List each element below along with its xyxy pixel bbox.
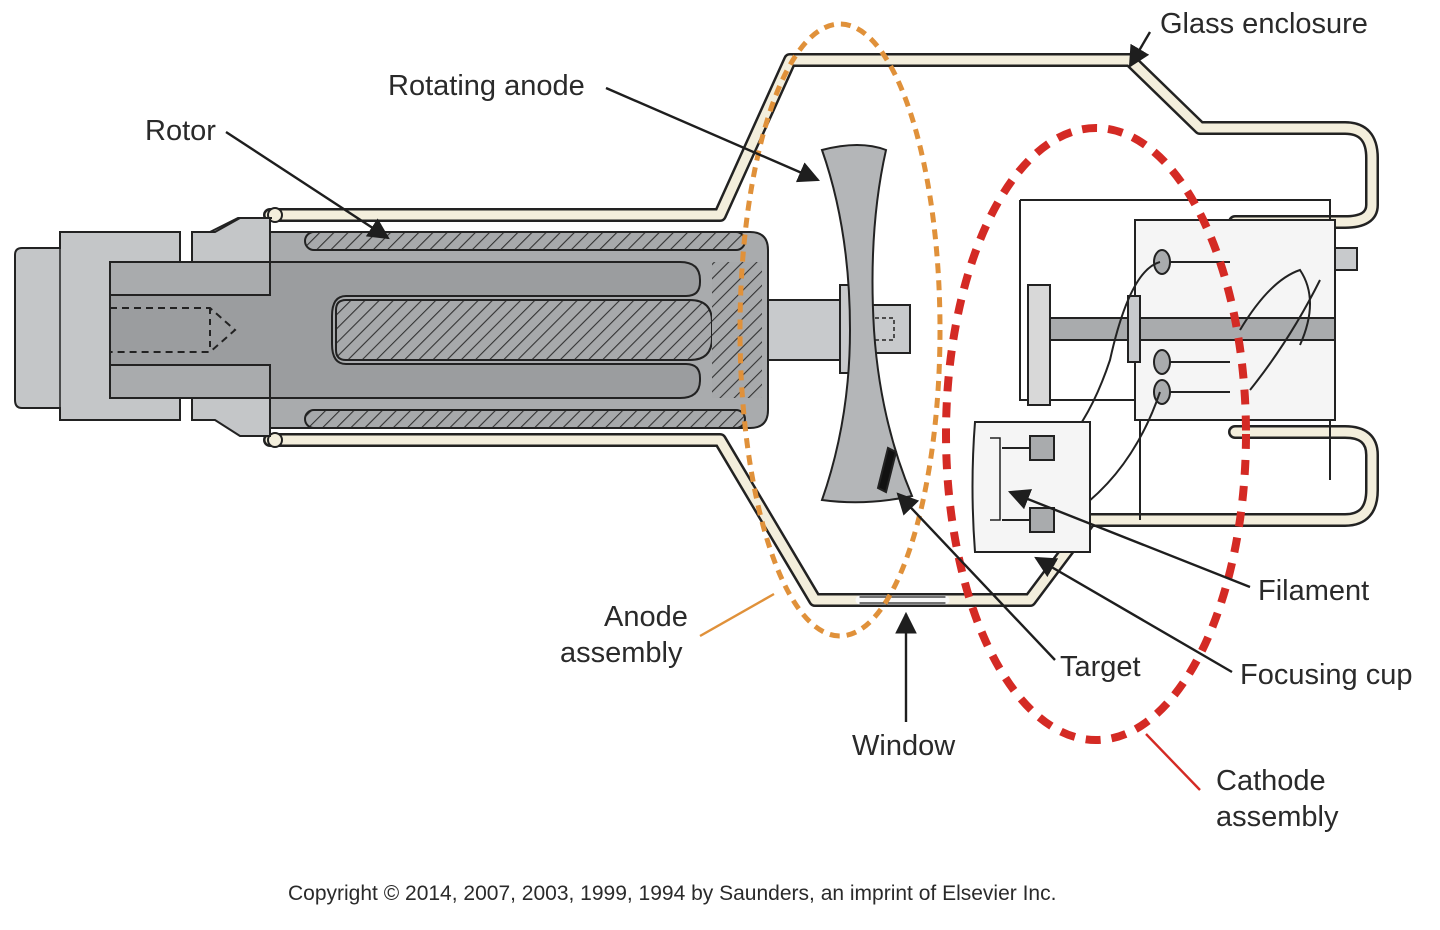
rotor-arrow [225, 130, 390, 240]
label-filament: Filament [1258, 575, 1369, 607]
filament-arrow [1007, 489, 1251, 589]
label-glass-enclosure: Glass enclosure [1160, 8, 1368, 40]
copyright-notice: Copyright © 2014, 2007, 2003, 1999, 1994… [288, 882, 1056, 905]
label-rotor: Rotor [145, 115, 216, 147]
target-arrow [896, 492, 1056, 661]
label-rotating-anode: Rotating anode [388, 70, 585, 102]
cathode-assembly-outline [942, 124, 1250, 744]
glass-enclosure-arrow [1128, 31, 1152, 68]
label-cathode-assembly-line1: Cathode [1216, 765, 1326, 797]
rotating-anode [820, 144, 914, 504]
focusing-cup-arrow [1034, 556, 1233, 674]
label-anode-assembly-line2: assembly [560, 637, 683, 669]
glass-enclosure [263, 53, 1379, 607]
rotor-assembly [109, 231, 911, 429]
label-target: Target [1060, 651, 1141, 683]
label-window: Window [852, 730, 956, 762]
cathode-assembly-leader [1145, 733, 1201, 791]
cathode-structure [971, 199, 1358, 553]
anode-assembly-outline [737, 21, 943, 639]
leader-lines [225, 31, 1251, 791]
label-anode-assembly-line1: Anode [604, 601, 688, 633]
anode-assembly-leader [699, 592, 775, 638]
rotating-anode-arrow [605, 86, 820, 183]
label-cathode-assembly-line2: assembly [1216, 801, 1339, 833]
label-focusing-cup: Focusing cup [1240, 659, 1413, 691]
